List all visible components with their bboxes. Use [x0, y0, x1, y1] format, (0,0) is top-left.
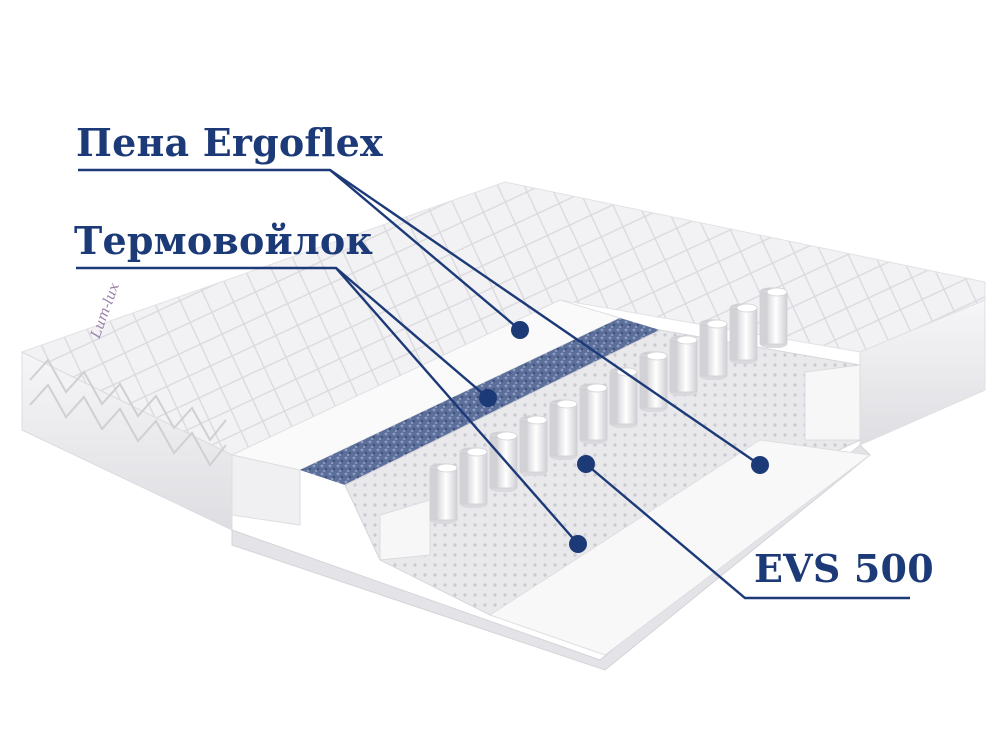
bottom-foam-slab [488, 439, 872, 656]
dot-ergoflex-bottom [751, 456, 769, 474]
pocket-spring [436, 463, 458, 524]
leader-lines [76, 168, 910, 600]
label-ergoflex-foam: Пена Ergoflex [76, 120, 383, 165]
pocket-spring [766, 287, 788, 348]
pocket-spring [646, 351, 668, 412]
foam-front-block [379, 499, 431, 561]
pocket-spring [556, 399, 578, 460]
pocket-spring [616, 367, 638, 428]
label-thermofelt: Термовойлок [74, 218, 374, 263]
dot-evs [577, 455, 595, 473]
ergoflex-foam-front [231, 454, 301, 526]
foam-end-block [804, 364, 861, 441]
pocket-spring [586, 383, 608, 444]
leader-line-ergoflex-2 [329, 169, 761, 466]
pocket-spring [736, 303, 758, 364]
dot-ergoflex-top [511, 321, 529, 339]
pocket-spring [676, 335, 698, 396]
leader-line-thermo-2 [335, 267, 579, 545]
pocket-spring [526, 415, 548, 476]
dot-thermo-bottom [569, 535, 587, 553]
pocket-springs [429, 287, 788, 524]
label-evs-500: EVS 500 [754, 546, 934, 591]
pocket-spring [706, 319, 728, 380]
leader-dots [479, 321, 769, 553]
leader-line-evs [585, 463, 910, 600]
dot-thermo-top [479, 389, 497, 407]
side-chevron-pattern [29, 358, 227, 467]
pocket-spring [466, 447, 488, 508]
